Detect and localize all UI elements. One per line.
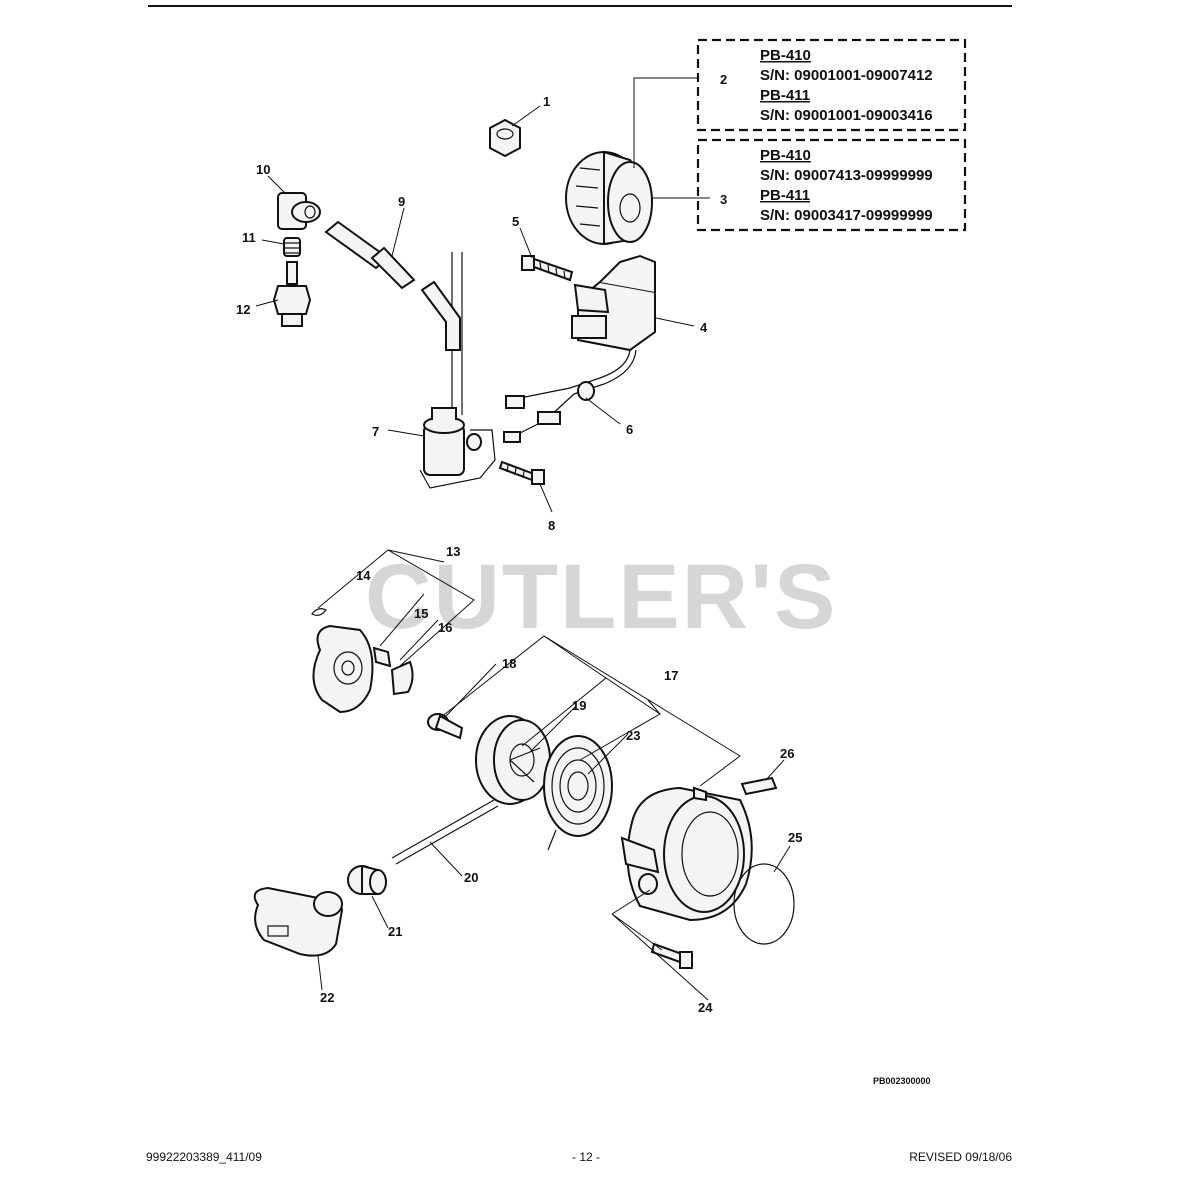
serial-box-1-serial-b: S/N: 09001001-09003416 [760,107,933,124]
part-recoil-spring [543,735,613,851]
callout-16: 16 [438,620,452,635]
part-screw-8 [498,460,545,485]
footer-doc-number: 99922203389_411/09 [146,1150,262,1164]
callout-21: 21 [388,924,402,939]
callout-numbers: 1 2 3 4 5 6 7 8 9 10 11 12 13 14 15 16 1… [236,72,802,1015]
callout-25: 25 [788,830,802,845]
callout-17: 17 [664,668,678,683]
part-cover-disc [733,863,795,945]
callout-20: 20 [464,870,478,885]
part-bolt-5 [521,255,574,282]
part-tube [324,220,461,351]
serial-box-2-serial-b: S/N: 09003417-09999999 [760,207,933,224]
part-wire-harness [503,381,595,443]
serial-box-2-serial-a: S/N: 09007413-09999999 [760,167,933,184]
callout-12: 12 [236,302,250,317]
callout-7: 7 [372,424,379,439]
callout-10: 10 [256,162,270,177]
part-nut [489,118,521,158]
callout-9: 9 [398,194,405,209]
callout-4: 4 [700,320,708,335]
serial-box-2-model-b: PB-411 [760,187,810,204]
top-rule [148,5,1012,7]
serial-box-2-model-a: PB-410 [760,147,811,164]
serial-box-1-model-a: PB-410 [760,47,811,64]
part-bushing [347,864,387,895]
callout-23: 23 [626,728,640,743]
footer-page-number: - 12 - [572,1150,601,1164]
part-spring [283,237,301,257]
leader-lines [255,77,791,1001]
part-ignition-coil [419,252,496,489]
callout-8: 8 [548,518,555,533]
part-ignition-module [569,254,656,395]
callout-5: 5 [512,214,519,229]
callout-19: 19 [572,698,586,713]
part-label [740,776,778,796]
callout-15: 15 [414,606,428,621]
part-starter-case [620,786,753,922]
part-rope-pulley [475,715,551,805]
callout-2: 2 [720,72,727,87]
part-pulley-housing [311,608,414,714]
part-rope [391,799,499,865]
callout-3: 3 [720,192,727,207]
diagram-code: PB002300000 [873,1076,931,1086]
part-plug-cap [277,192,321,230]
callout-11: 11 [242,230,256,245]
callout-18: 18 [502,656,516,671]
serial-box-2: PB-410 S/N: 09007413-09999999 PB-411 S/N… [696,138,967,232]
serial-box-1: PB-410 S/N: 09001001-09007412 PB-411 S/N… [696,38,967,132]
watermark: CUTLER'S [365,546,837,648]
part-spark-plug [272,261,312,327]
serial-box-1-serial-a: S/N: 09001001-09007412 [760,67,933,84]
callout-13: 13 [446,544,460,559]
callout-26: 26 [780,746,794,761]
callout-14: 14 [356,568,371,583]
callout-1: 1 [543,94,550,109]
part-bolt-18 [427,713,464,740]
callout-6: 6 [626,422,633,437]
part-handle [253,886,344,957]
footer-revised: REVISED 09/18/06 [909,1150,1012,1164]
callout-24: 24 [698,1000,713,1015]
serial-box-1-model-b: PB-411 [760,87,810,104]
callout-22: 22 [320,990,334,1005]
part-flywheel [565,150,653,246]
